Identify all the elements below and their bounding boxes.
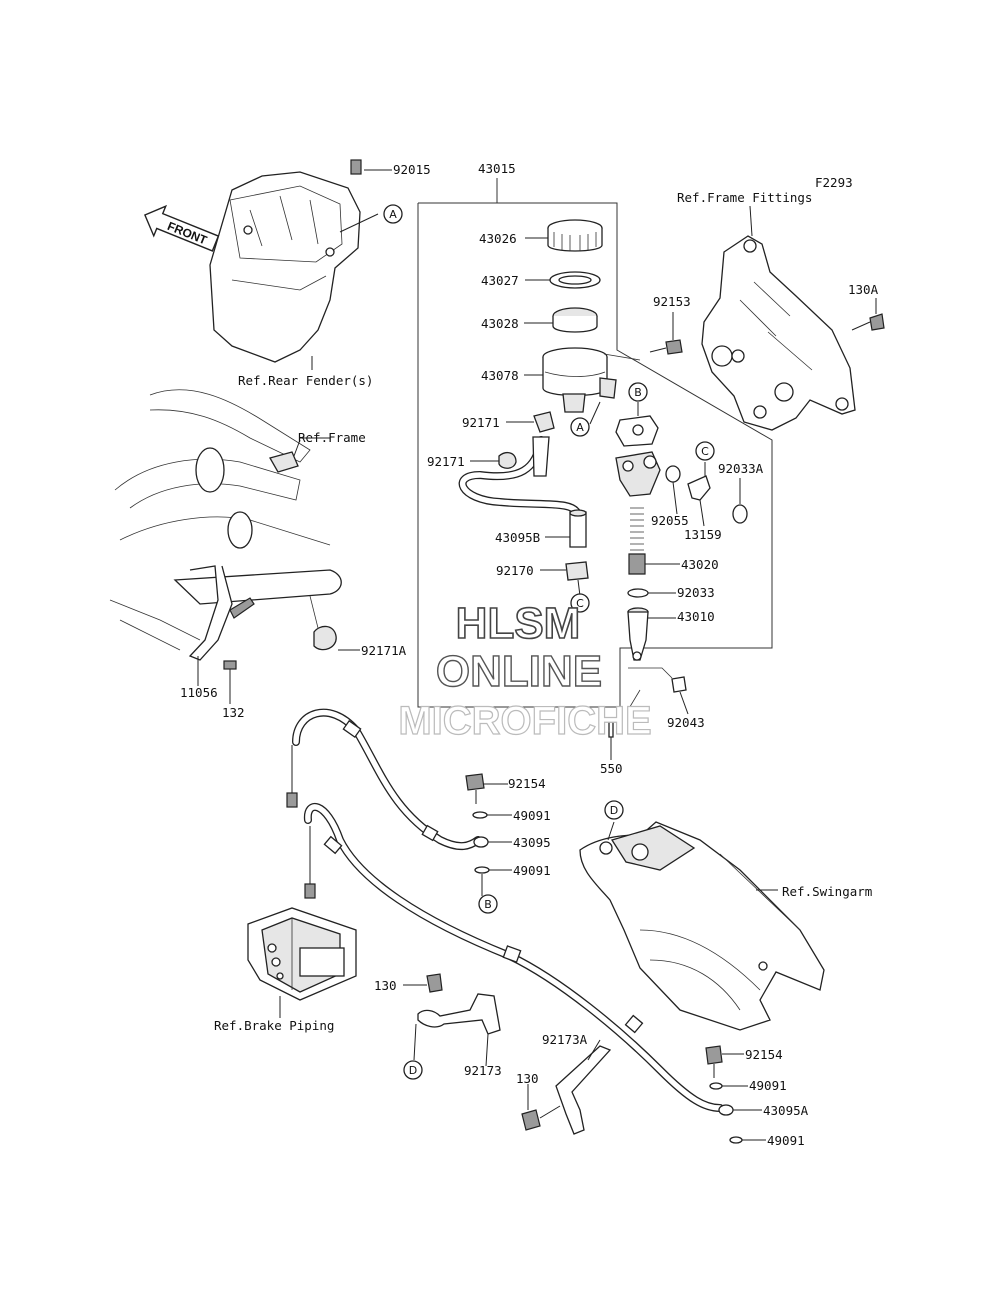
part-49091-a: 49091 — [513, 808, 551, 823]
part-43027: 43027 — [481, 273, 519, 288]
callout-a-top-label: A — [389, 208, 397, 221]
callout-c-hose: C — [570, 593, 590, 613]
part-92170: 92170 — [496, 563, 534, 578]
hose-clamp-drawing — [403, 973, 501, 1067]
part-92033: 92033 — [677, 585, 715, 600]
abs-unit-drawing — [247, 907, 357, 1018]
part-43026: 43026 — [479, 231, 517, 246]
part-92154-top: 92154 — [508, 776, 546, 791]
assembly-frame — [417, 178, 773, 708]
part-550: 550 — [600, 761, 623, 776]
callout-c-hose-label: C — [576, 597, 584, 610]
part-92171-left: 92171 — [427, 454, 465, 469]
part-13159: 13159 — [684, 527, 722, 542]
ref-rear-fender: Ref.Rear Fender(s) — [238, 373, 373, 388]
part-130-bottom: 130 — [516, 1071, 539, 1086]
callout-c-top: C — [695, 441, 715, 461]
ref-frame: Ref.Frame — [298, 430, 366, 445]
callout-b-top-label: B — [634, 386, 642, 399]
part-49091-b: 49091 — [513, 863, 551, 878]
swingarm-drawing — [579, 821, 825, 1144]
callout-a-top: A — [383, 204, 403, 224]
part-92154-bottom: 92154 — [745, 1047, 783, 1062]
callout-d-bottom: D — [403, 1060, 423, 1080]
ref-swingarm: Ref.Swingarm — [782, 884, 872, 899]
part-labels: 92015 43015 43026 43027 43028 43078 9217… — [180, 161, 879, 1148]
watermark-line1: HLSM — [456, 599, 581, 648]
part-43095A: 43095A — [763, 1103, 809, 1118]
callout-c-top-label: C — [701, 445, 709, 458]
part-43078: 43078 — [481, 368, 519, 383]
bracket-92173a-drawing — [521, 1039, 612, 1135]
part-92171-top: 92171 — [462, 415, 500, 430]
callout-d-swingarm: D — [604, 800, 624, 820]
part-43095: 43095 — [513, 835, 551, 850]
part-43028: 43028 — [481, 316, 519, 331]
part-132: 132 — [222, 705, 245, 720]
part-49091-c: 49091 — [749, 1078, 787, 1093]
frame-drawing — [109, 389, 360, 704]
part-92055: 92055 — [651, 513, 689, 528]
watermark: HLSM ONLINE MICROFICHE — [398, 598, 653, 743]
part-92173A: 92173A — [542, 1032, 588, 1047]
frame-fittings-drawing — [603, 205, 885, 431]
callout-b-top: B — [628, 382, 648, 402]
callout-a-cylinder: A — [570, 417, 590, 437]
part-92043: 92043 — [667, 715, 705, 730]
part-92153: 92153 — [653, 294, 691, 309]
part-11056: 11056 — [180, 685, 218, 700]
part-49091-d: 49091 — [767, 1133, 805, 1148]
callout-d-bottom-label: D — [409, 1064, 417, 1077]
part-92033A: 92033A — [718, 461, 764, 476]
part-92171A: 92171A — [361, 643, 407, 658]
callout-a-cylinder-label: A — [576, 421, 584, 434]
callout-d-swingarm-label: D — [610, 804, 618, 817]
master-cylinder-drawing — [458, 219, 748, 760]
ref-brake-piping: Ref.Brake Piping — [214, 1018, 334, 1033]
part-92173: 92173 — [464, 1063, 502, 1078]
part-43020: 43020 — [681, 557, 719, 572]
ref-frame-fittings: Ref.Frame Fittings — [677, 190, 812, 205]
part-130A: 130A — [848, 282, 879, 297]
part-43015: 43015 — [478, 161, 516, 176]
watermark-line3: MICROFICHE — [398, 699, 651, 743]
watermark-line2: ONLINE — [436, 647, 602, 696]
rear-fender-drawing — [209, 159, 392, 370]
front-arrow: FRONT — [143, 204, 220, 252]
part-43010: 43010 — [677, 609, 715, 624]
part-92015: 92015 — [393, 162, 431, 177]
callout-b-bottom-label: B — [484, 898, 492, 911]
part-130-left: 130 — [374, 978, 397, 993]
brake-hoses-drawing — [286, 708, 724, 1112]
diagram-code: F2293 — [815, 175, 853, 190]
part-43095B: 43095B — [495, 530, 540, 545]
callout-b-bottom: B — [478, 894, 498, 914]
